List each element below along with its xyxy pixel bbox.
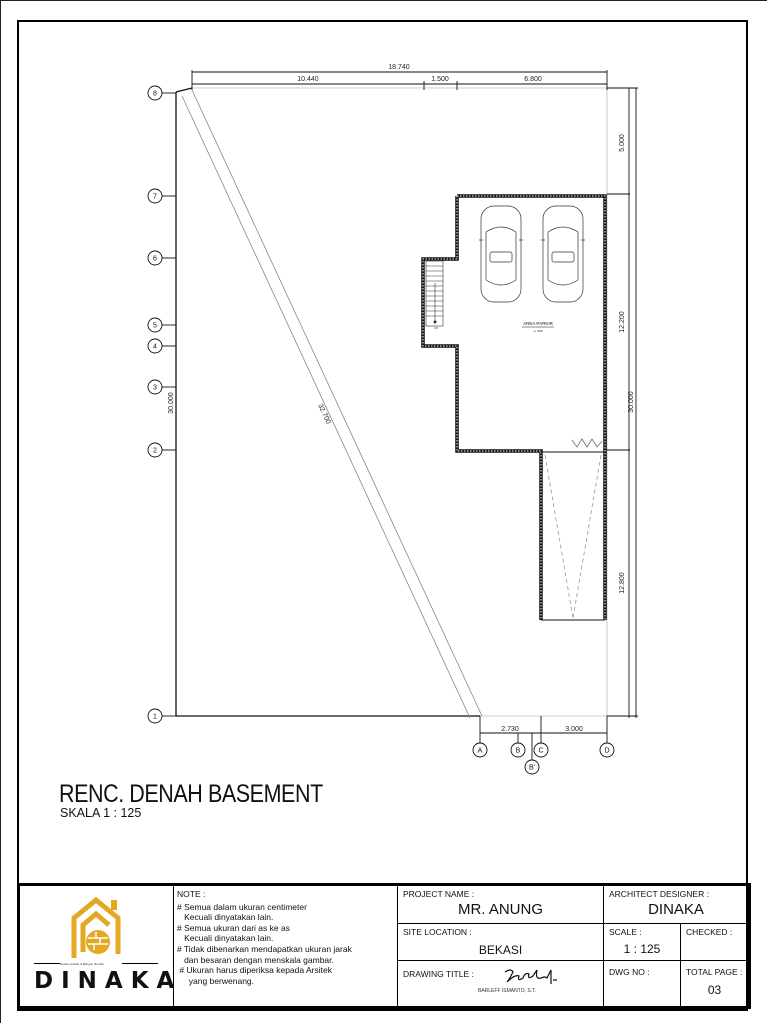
top-dim-overall: 18.740: [388, 64, 410, 71]
right-dim-seg-2: 12.200: [619, 311, 626, 333]
site-boundary: [192, 87, 608, 716]
stair-up-label: UP: [434, 326, 438, 330]
note-line: # Semua ukuran dari as ke as: [177, 922, 290, 933]
site-location-label: SITE LOCATION :: [403, 927, 472, 937]
note-line: # Tidak dibenarkan mendapatkan ukuran ja…: [177, 943, 352, 954]
logo-wordmark: DINAKA: [34, 968, 183, 994]
break-line-symbol: [571, 438, 603, 448]
car-icon-right: [541, 205, 585, 303]
grid-label-6: 6: [153, 256, 157, 263]
drawing-title: RENC. DENAH BASEMENT: [59, 780, 323, 808]
grid-label-3: 3: [153, 385, 157, 392]
drawing-scale-caption: SKALA 1 : 125: [60, 806, 142, 820]
left-dimension-text: 30.000: [168, 392, 175, 414]
car-icon-left: [479, 205, 523, 303]
bottom-dimension-lines: [472, 716, 615, 775]
note-line: Kecuali dinyatakan lain.: [177, 933, 274, 944]
note-line: yang berwenang.: [177, 975, 255, 986]
note-heading: NOTE :: [177, 889, 206, 899]
top-dim-seg-1: 10.440: [297, 76, 319, 83]
drawing-signatory: BARLEFF ISMANTO, S.T.: [478, 988, 536, 994]
project-name-label: PROJECT NAME :: [403, 889, 475, 899]
logo-tagline: Desain Arsitek & Bangun Rumah: [60, 962, 104, 966]
bottom-dim-1: 2.730: [501, 726, 519, 733]
architect-designer-cell: ARCHITECT DESIGNER : DINAKA: [604, 886, 748, 924]
site-location-cell: SITE LOCATION : BEKASI: [398, 924, 604, 961]
grid-label-D: D: [604, 748, 609, 755]
total-page-value: 03: [707, 983, 722, 997]
grid-label-4: 4: [153, 344, 157, 351]
architect-designer-value: DINAKA: [648, 901, 704, 918]
scale-value: 1 : 125: [623, 942, 661, 956]
total-page-cell: TOTAL PAGE : 03: [681, 961, 748, 1006]
grid-label-5: 5: [153, 323, 157, 330]
notes-cell: NOTE : # Semua dalam ukuran centimeter K…: [174, 886, 398, 1006]
room-level: +/- ±000: [533, 330, 543, 333]
note-line: # Ukuran harus diperiksa kepada Arsitek: [177, 965, 332, 976]
stairs: [425, 260, 444, 327]
drawing-sheet-frame: [17, 20, 748, 1011]
grid-label-A: A: [478, 748, 483, 755]
architect-designer-label: ARCHITECT DESIGNER :: [609, 889, 709, 899]
scale-label: SCALE :: [609, 927, 642, 937]
grid-label-8: 8: [153, 91, 157, 98]
right-dimension-lines: [607, 87, 638, 718]
checked-label: CHECKED :: [686, 927, 733, 937]
site-location-value: BEKASI: [478, 943, 523, 957]
right-dim-overall: 30.000: [628, 391, 635, 413]
logo-cell: Desain Arsitek & Bangun Rumah DINAKA: [20, 886, 174, 1006]
signature-icon: [504, 969, 557, 984]
dwg-no-cell: DWG NO :: [604, 961, 681, 1006]
grid-label-7: 7: [153, 194, 157, 201]
project-name-value: MR. ANUNG: [457, 901, 543, 918]
bottom-dim-2: 3.000: [565, 726, 583, 733]
dwg-no-label: DWG NO :: [609, 967, 650, 977]
grid-label-C: C: [538, 748, 543, 755]
diagonal-dimension: [181, 89, 483, 719]
title-block: Desain Arsitek & Bangun Rumah DINAKA NOT…: [17, 883, 751, 1009]
logo-divider-right: [122, 963, 158, 964]
note-line: Kecuali dinyatakan lain.: [177, 912, 274, 923]
grid-label-B: B: [516, 748, 521, 755]
logo-divider-left: [34, 963, 60, 964]
basement-floor-plan: 32.700 18.740 10.440 1.500 6.800 5.000 1…: [147, 64, 638, 775]
ramp-slope-lines: [544, 454, 602, 619]
top-dim-seg-3: 6.800: [524, 76, 542, 83]
right-dim-seg-1: 5.000: [619, 134, 626, 152]
grid-label-1: 1: [153, 714, 157, 721]
right-dim-seg-3: 12.800: [619, 572, 626, 594]
grid-label-B-prime: B': [529, 765, 535, 772]
checked-cell: CHECKED :: [681, 924, 748, 961]
total-page-label: TOTAL PAGE :: [686, 967, 743, 977]
note-line: # Semua dalam ukuran centimeter: [177, 901, 307, 912]
drawing-title-cell: DRAWING TITLE : BARLEFF ISMANTO, S.T.: [398, 961, 604, 1006]
row-grid-markers: [147, 85, 176, 724]
project-name-cell: PROJECT NAME : MR. ANUNG: [398, 886, 604, 924]
drawing-title-label: DRAWING TITLE :: [403, 969, 474, 979]
dinaka-logo-icon: [71, 896, 121, 958]
top-dimension-lines: [191, 70, 608, 90]
top-dim-seg-2: 1.500: [431, 76, 449, 83]
grid-label-2: 2: [153, 448, 157, 455]
room-label-area-parkir: AREA PARKIR: [523, 321, 553, 326]
scale-cell: SCALE : 1 : 125: [604, 924, 681, 961]
note-line: dan besaran dengan menskala gambar.: [177, 954, 334, 965]
